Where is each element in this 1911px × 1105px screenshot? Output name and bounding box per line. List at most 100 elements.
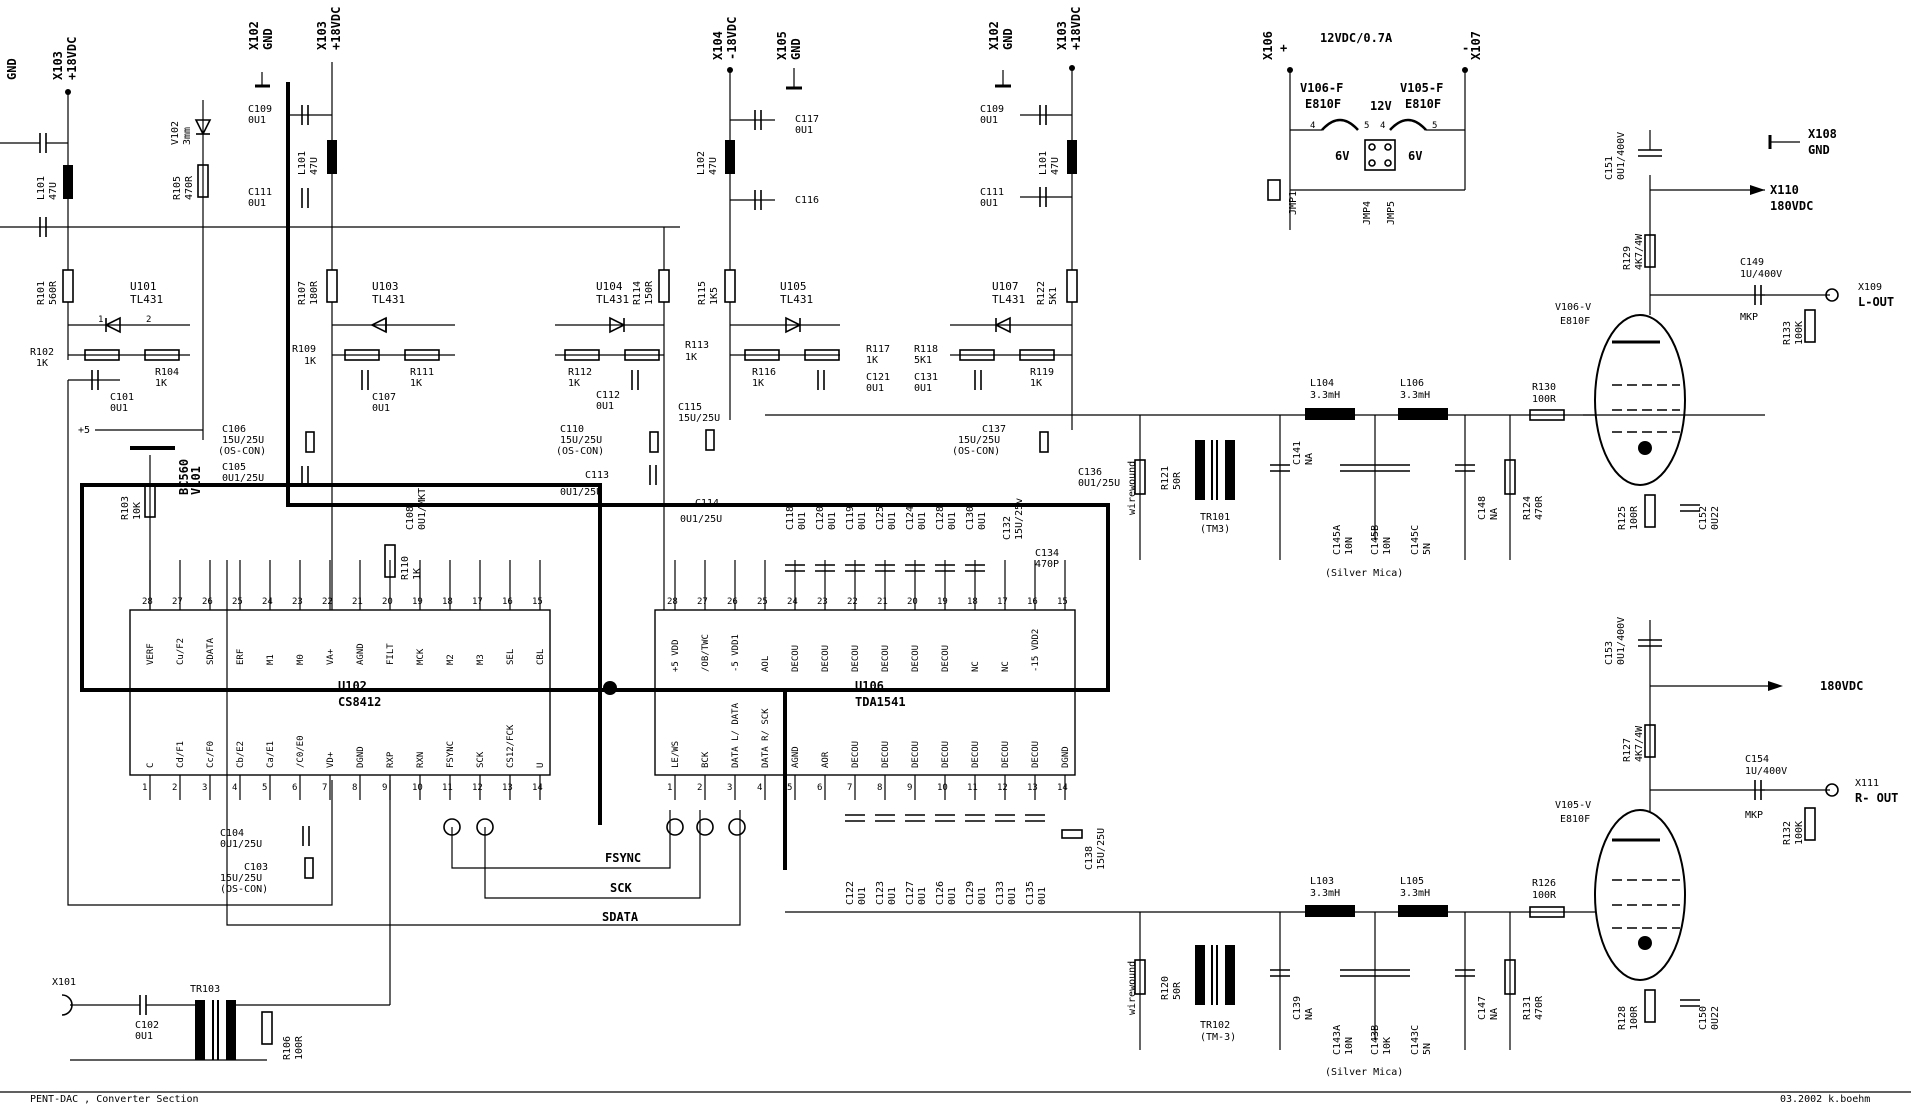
u106-bot-pin-label: DECOU xyxy=(1001,741,1011,768)
u106-bot-pin-number: 2 xyxy=(697,783,702,793)
r132-label: R132 xyxy=(1782,821,1793,845)
u102-type: CS8412 xyxy=(338,695,381,709)
c150-value: 0U22 xyxy=(1710,1006,1721,1030)
r103-label: R103 xyxy=(120,496,131,520)
decoupling-cap-label: C126 xyxy=(935,881,946,905)
u102-top-pin-number: 15 xyxy=(532,597,543,607)
u101-symbol xyxy=(104,316,121,334)
r102-label: R102 xyxy=(30,347,54,358)
r113-label: R113 xyxy=(685,340,709,351)
c116-label: C116 xyxy=(795,195,819,206)
u106-top-pin-label: DECOU xyxy=(911,645,921,672)
u102-top-pin-number: 18 xyxy=(442,597,453,607)
tr102-label: TR102 xyxy=(1200,1020,1230,1031)
decoupling-cap-label: C133 xyxy=(995,881,1006,905)
c148-value: NA xyxy=(1489,508,1500,520)
c110-note: (OS-CON) xyxy=(556,446,604,457)
r130-value: 100R xyxy=(1532,394,1557,405)
u102-top-pin-number: 20 xyxy=(382,597,393,607)
r109-label: R109 xyxy=(292,344,316,355)
decoupling-cap-label: C129 xyxy=(965,881,976,905)
c102-label: C102 xyxy=(135,1020,159,1031)
u102-bot-pin-number: 3 xyxy=(202,783,207,793)
x101-label: X101 xyxy=(52,977,76,988)
l106-label: L106 xyxy=(1400,378,1424,389)
c113-label: C113 xyxy=(585,470,609,481)
u106-top-pin-label: NC xyxy=(1001,661,1011,672)
x103-a-voltage: +18VDC xyxy=(65,37,79,80)
decoupling-cap-label: C120 xyxy=(815,506,826,530)
c154-label: C154 xyxy=(1745,754,1769,765)
r121-value: 50R xyxy=(1172,471,1183,490)
u102-top-pin-label: AGND xyxy=(356,643,366,665)
u106-bot-pin-label: DATA L/ DATA xyxy=(731,702,741,768)
r116-label: R116 xyxy=(752,367,776,378)
x104-label: X104 xyxy=(711,31,725,60)
r124-value: 470R xyxy=(1534,495,1545,520)
r125-value: 100R xyxy=(1629,505,1640,530)
c143c-label: C143C xyxy=(1410,1025,1421,1055)
l105-label: L105 xyxy=(1400,876,1424,887)
supply-label: 12VDC/0.7A xyxy=(1320,31,1393,45)
v106v-label: V106-V xyxy=(1555,302,1591,313)
x110-label: X110 xyxy=(1770,183,1799,197)
c109c-label: C109 xyxy=(980,104,1004,115)
r113-value: 1K xyxy=(685,352,697,363)
r127-value: 4K7/4W xyxy=(1634,725,1645,762)
u106-bot-pin-number: 3 xyxy=(727,783,732,793)
r133-value: 100K xyxy=(1794,321,1805,345)
u102-top-pin-label: MCK xyxy=(416,648,426,665)
c148-label: C148 xyxy=(1477,496,1488,520)
u104-label: U104 xyxy=(596,280,623,293)
v102-label: V102 xyxy=(170,121,181,145)
decoupling-cap-value: 0U1 xyxy=(917,887,928,905)
u102-bot-pin-number: 14 xyxy=(532,783,543,793)
u102-bot-pin-number: 10 xyxy=(412,783,423,793)
supply-2-section: X102 GND X103 +18VDC L101 47U C109 0U1 C… xyxy=(218,7,455,610)
r117-label: R117 xyxy=(866,344,890,355)
c139-value: NA xyxy=(1304,1008,1315,1020)
c108-value: 0U1/MKT xyxy=(417,488,428,530)
u102-bot-pin-label: U xyxy=(536,763,546,768)
u106-top-pin-label: -5 VDD1 xyxy=(731,634,741,672)
u101-type: TL431 xyxy=(130,293,163,306)
u102-top-pin-number: 23 xyxy=(292,597,303,607)
jmp5-label: JMP5 xyxy=(1386,201,1397,225)
r111-label: R111 xyxy=(410,367,434,378)
l103-value: 3.3mH xyxy=(1310,888,1340,899)
c111b-value: 0U1 xyxy=(248,198,266,209)
c111c-value: 0U1 xyxy=(980,198,998,209)
u102-top-pin-number: 19 xyxy=(412,597,423,607)
c114-value: 0U1/25U xyxy=(680,514,722,525)
v106f-type: E810F xyxy=(1305,97,1341,111)
r126-value: 100R xyxy=(1532,890,1557,901)
v106f-label: V106-F xyxy=(1300,81,1343,95)
decoupling-cap-value: 0U1 xyxy=(1007,887,1018,905)
sdata-label: SDATA xyxy=(602,910,639,924)
c102-value: 0U1 xyxy=(135,1031,153,1042)
r101-value: 560R xyxy=(48,280,59,305)
c106-label: C106 xyxy=(222,424,246,435)
u102-bot-pin-label: RXP xyxy=(386,751,396,768)
r115-label: R115 xyxy=(697,281,708,305)
u102-bot-pin-label: RXN xyxy=(416,752,426,768)
r106-label: R106 xyxy=(282,1036,293,1060)
c109b-value: 0U1 xyxy=(248,115,266,126)
tr102-value: (TM-3) xyxy=(1200,1032,1236,1043)
r118-value: 5K1 xyxy=(914,355,932,366)
c105-value: 0U1/25U xyxy=(222,473,264,484)
u102-bot-pin-number: 2 xyxy=(172,783,177,793)
r124-label: R124 xyxy=(1522,496,1533,520)
u102-bot-pin-number: 9 xyxy=(382,783,387,793)
u102-top-pin-number: 17 xyxy=(472,597,483,607)
u102-top-pin-number: 24 xyxy=(262,597,273,607)
svg-text:1: 1 xyxy=(98,315,103,325)
c136-label: C136 xyxy=(1078,467,1102,478)
mkp-b-label: MKP xyxy=(1745,810,1763,821)
u102-bot-pin-label: Cc/F0 xyxy=(206,741,216,768)
l101c-value: 47U xyxy=(1050,157,1061,175)
r129-value: 4K7/4W xyxy=(1634,233,1645,270)
u106-bot-pin-number: 1 xyxy=(667,783,672,793)
c117-label: C117 xyxy=(795,114,819,125)
